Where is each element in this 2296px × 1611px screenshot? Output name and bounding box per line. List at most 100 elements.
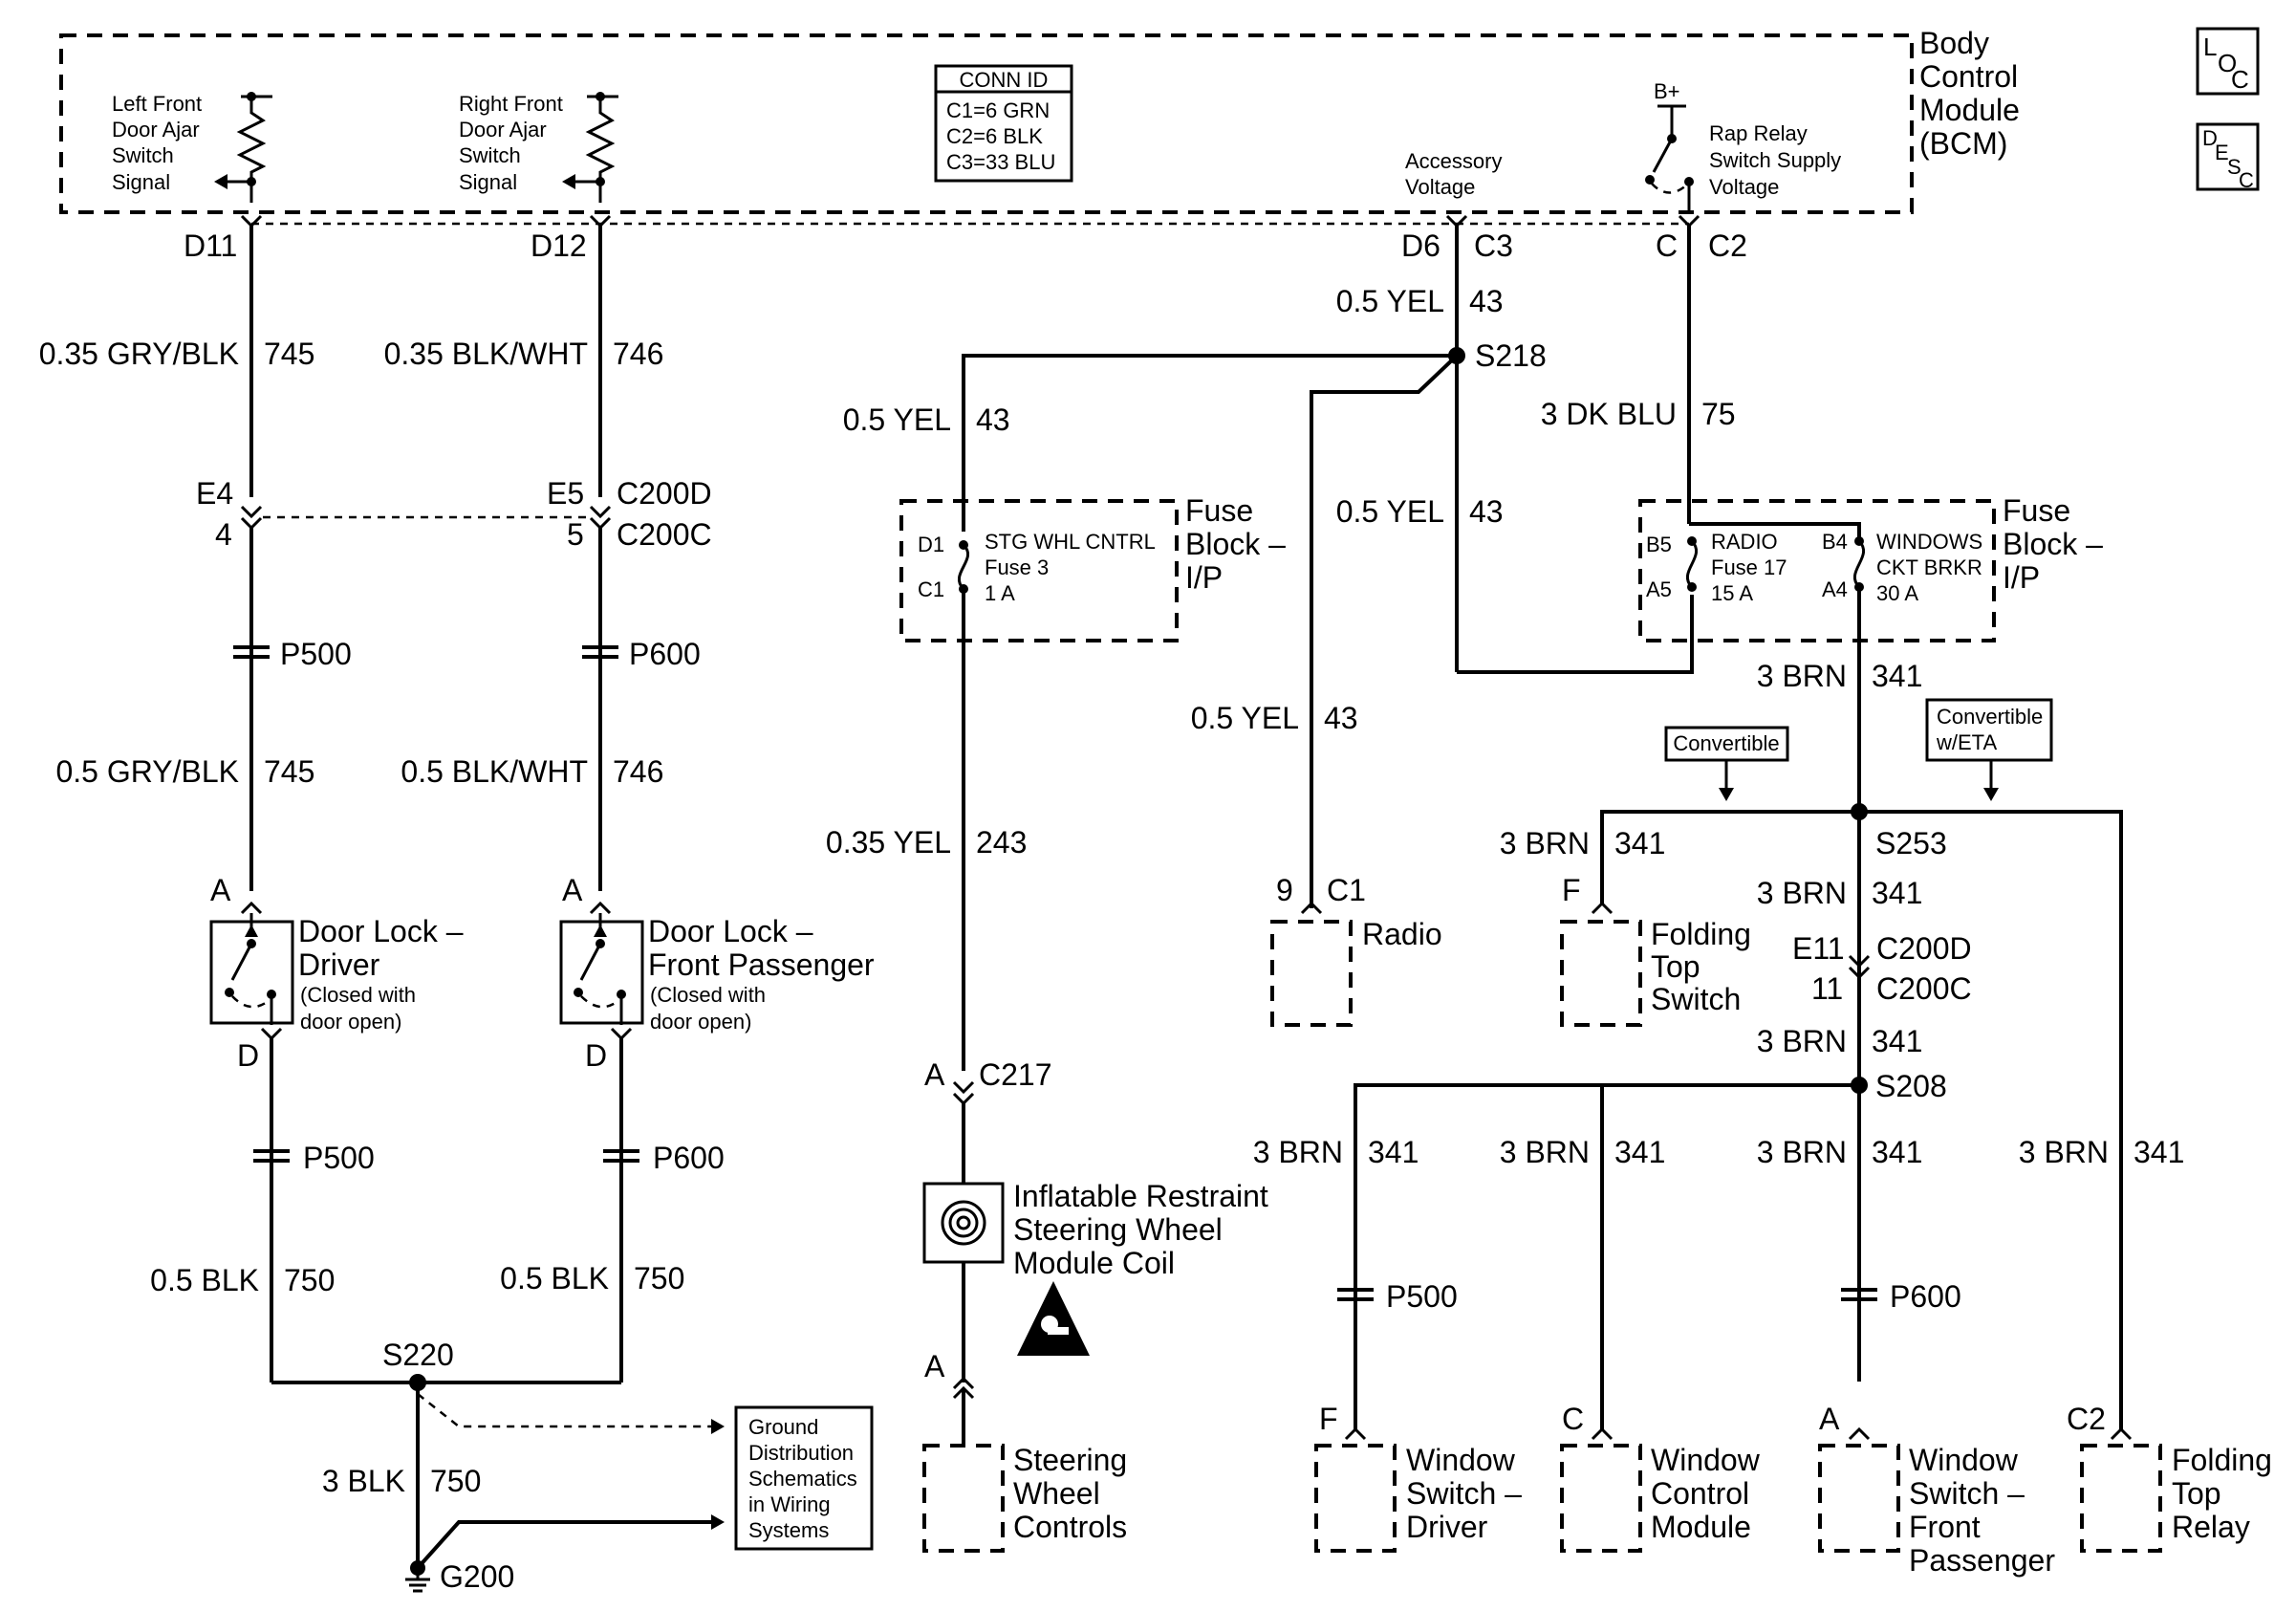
p500-connector-right (1337, 1288, 1374, 1301)
wire-341-color-4: 3 BRN (1757, 1024, 1847, 1058)
svg-text:Rap Relay: Rap Relay (1709, 121, 1808, 145)
pin-a-passenger: A (562, 873, 583, 907)
wire-341-color-3: 3 BRN (1757, 876, 1847, 910)
pin-d6: D6 (1401, 229, 1440, 263)
svg-text:C1: C1 (918, 577, 944, 601)
svg-text:Signal: Signal (459, 170, 517, 194)
svg-text:O: O (2218, 49, 2237, 77)
radio-label: Radio (1362, 917, 1442, 951)
ground-distribution-note[interactable]: Ground Distribution Schematics in Wiring… (734, 1405, 874, 1551)
wire-341-color-1: 3 BRN (1757, 659, 1847, 693)
svg-text:Switch: Switch (459, 143, 521, 167)
p600-label-lower: P600 (653, 1141, 725, 1175)
svg-text:Voltage: Voltage (1709, 175, 1779, 199)
rap-relay-switch: B+ Rap Relay Switch Supply Voltage (1645, 79, 1841, 212)
wsf-label-3: Front (1909, 1510, 1981, 1544)
wire-750-ground-color: 3 BLK (322, 1464, 405, 1498)
fuse-block-left-title-3: I/P (1185, 560, 1223, 595)
lf-door-ajar-signal: Left Front Door Ajar Switch Signal (112, 92, 272, 203)
option-convertible[interactable]: Convertible (1664, 726, 1789, 801)
conn-c200c-2: C200C (1876, 971, 1972, 1006)
wire-341-num-8: 341 (2134, 1135, 2184, 1169)
ftr-label-3: Relay (2172, 1510, 2250, 1544)
p600-label-right: P600 (1890, 1279, 1961, 1314)
svg-text:1 A: 1 A (985, 581, 1015, 605)
door-lock-passenger-label-1: Door Lock – (648, 914, 813, 948)
wsf-label-2: Switch – (1909, 1476, 2025, 1511)
wire-43-to-radio (1310, 354, 1459, 908)
wire-341-num-5: 341 (1368, 1135, 1419, 1169)
wire-750-ground-num: 750 (430, 1464, 481, 1498)
bcm-box (59, 33, 1914, 214)
acc-voltage-label-2: Voltage (1405, 175, 1475, 199)
p500-label-lower: P500 (303, 1141, 375, 1175)
wire-341-color-8: 3 BRN (2019, 1135, 2109, 1169)
wcm-label-2: Control (1651, 1476, 1749, 1511)
ftr-label-2: Top (2172, 1476, 2221, 1511)
ground-symbol (405, 1568, 430, 1593)
p500-connector-lower (253, 1149, 290, 1163)
loc-icon[interactable]: L O C (2196, 27, 2260, 96)
window-control-module-box (1560, 1444, 1642, 1553)
option-convertible-eta[interactable]: Convertible w/ETA (1925, 698, 2053, 801)
wire-745-num: 745 (264, 337, 314, 371)
wire-43-num-3: 43 (1469, 494, 1504, 529)
fuse-block-right-title-2: Block – (2003, 527, 2103, 561)
p500-label-upper: P500 (280, 637, 352, 671)
svg-text:RADIO: RADIO (1711, 530, 1778, 554)
svg-text:Left Front: Left Front (112, 92, 202, 116)
svg-text:Systems: Systems (748, 1518, 829, 1542)
pin-a-swc: A (924, 1349, 945, 1383)
svg-text:C3=33 BLU: C3=33 BLU (946, 150, 1055, 174)
wire-745-color: 0.35 GRY/BLK (39, 337, 239, 371)
pin-d-driver: D (237, 1038, 259, 1073)
pin-4: 4 (215, 517, 232, 552)
wire-746-lower-num: 746 (613, 754, 663, 789)
wire-43-num-4: 43 (1324, 701, 1358, 735)
wire-43-to-radio-fuse (1457, 595, 1694, 674)
svg-text:A5: A5 (1646, 577, 1672, 601)
svg-text:Switch Supply: Switch Supply (1709, 148, 1841, 172)
svg-text:Schematics: Schematics (748, 1467, 857, 1491)
p600-connector-upper (582, 645, 618, 659)
pin-f-fold: F (1562, 873, 1581, 907)
svg-text:E: E (2215, 141, 2229, 164)
rf-door-ajar-signal: Right Front Door Ajar Switch Signal (459, 92, 618, 203)
wire-341-num-2: 341 (1614, 826, 1665, 860)
door-lock-driver-switch (209, 913, 294, 1025)
conn-c1: C1 (1327, 873, 1366, 907)
swc-label-2: Wheel (1013, 1476, 1100, 1511)
wire-750-left-color: 0.5 BLK (150, 1263, 259, 1297)
svg-text:Signal: Signal (112, 170, 170, 194)
svg-text:S: S (2227, 155, 2242, 179)
svg-text:L: L (2203, 33, 2217, 61)
pin-a-driver: A (210, 873, 231, 907)
wire-43-color-1: 0.5 YEL (1336, 284, 1444, 318)
conn-c200c: C200C (617, 517, 712, 552)
fuse-block-right-title-3: I/P (2003, 560, 2040, 595)
bcm-label-3: Module (1919, 93, 2020, 127)
wire-75-num: 75 (1701, 397, 1736, 431)
window-switch-front-passenger-box (1818, 1444, 1900, 1553)
wire-43-num-2: 43 (976, 403, 1010, 437)
svg-text:30 A: 30 A (1876, 581, 1918, 605)
pin-c2: C2 (1708, 229, 1747, 263)
splice-s220-label: S220 (382, 1338, 454, 1372)
p500-connector-upper (233, 645, 270, 659)
desc-icon[interactable]: D E S C (2196, 122, 2260, 192)
coil-label-3: Module Coil (1013, 1246, 1175, 1280)
pin-a-c217: A (924, 1057, 945, 1092)
bcm-label-4: (BCM) (1919, 126, 2007, 161)
folding-top-switch-box (1560, 920, 1642, 1027)
wire-43-num-1: 43 (1469, 284, 1504, 318)
svg-text:B5: B5 (1646, 533, 1672, 556)
svg-text:WINDOWS: WINDOWS (1876, 530, 1982, 554)
door-lock-driver-label-2: Driver (298, 947, 380, 982)
wire-341-num-3: 341 (1872, 876, 1922, 910)
pin-f-window-switch: F (1319, 1402, 1338, 1436)
radio-box (1270, 920, 1353, 1027)
door-lock-passenger-label-2: Front Passenger (648, 947, 875, 982)
door-lock-passenger-note-1: (Closed with (650, 983, 766, 1007)
wsf-label-1: Window (1909, 1443, 2019, 1477)
p600-connector-right (1841, 1288, 1877, 1301)
